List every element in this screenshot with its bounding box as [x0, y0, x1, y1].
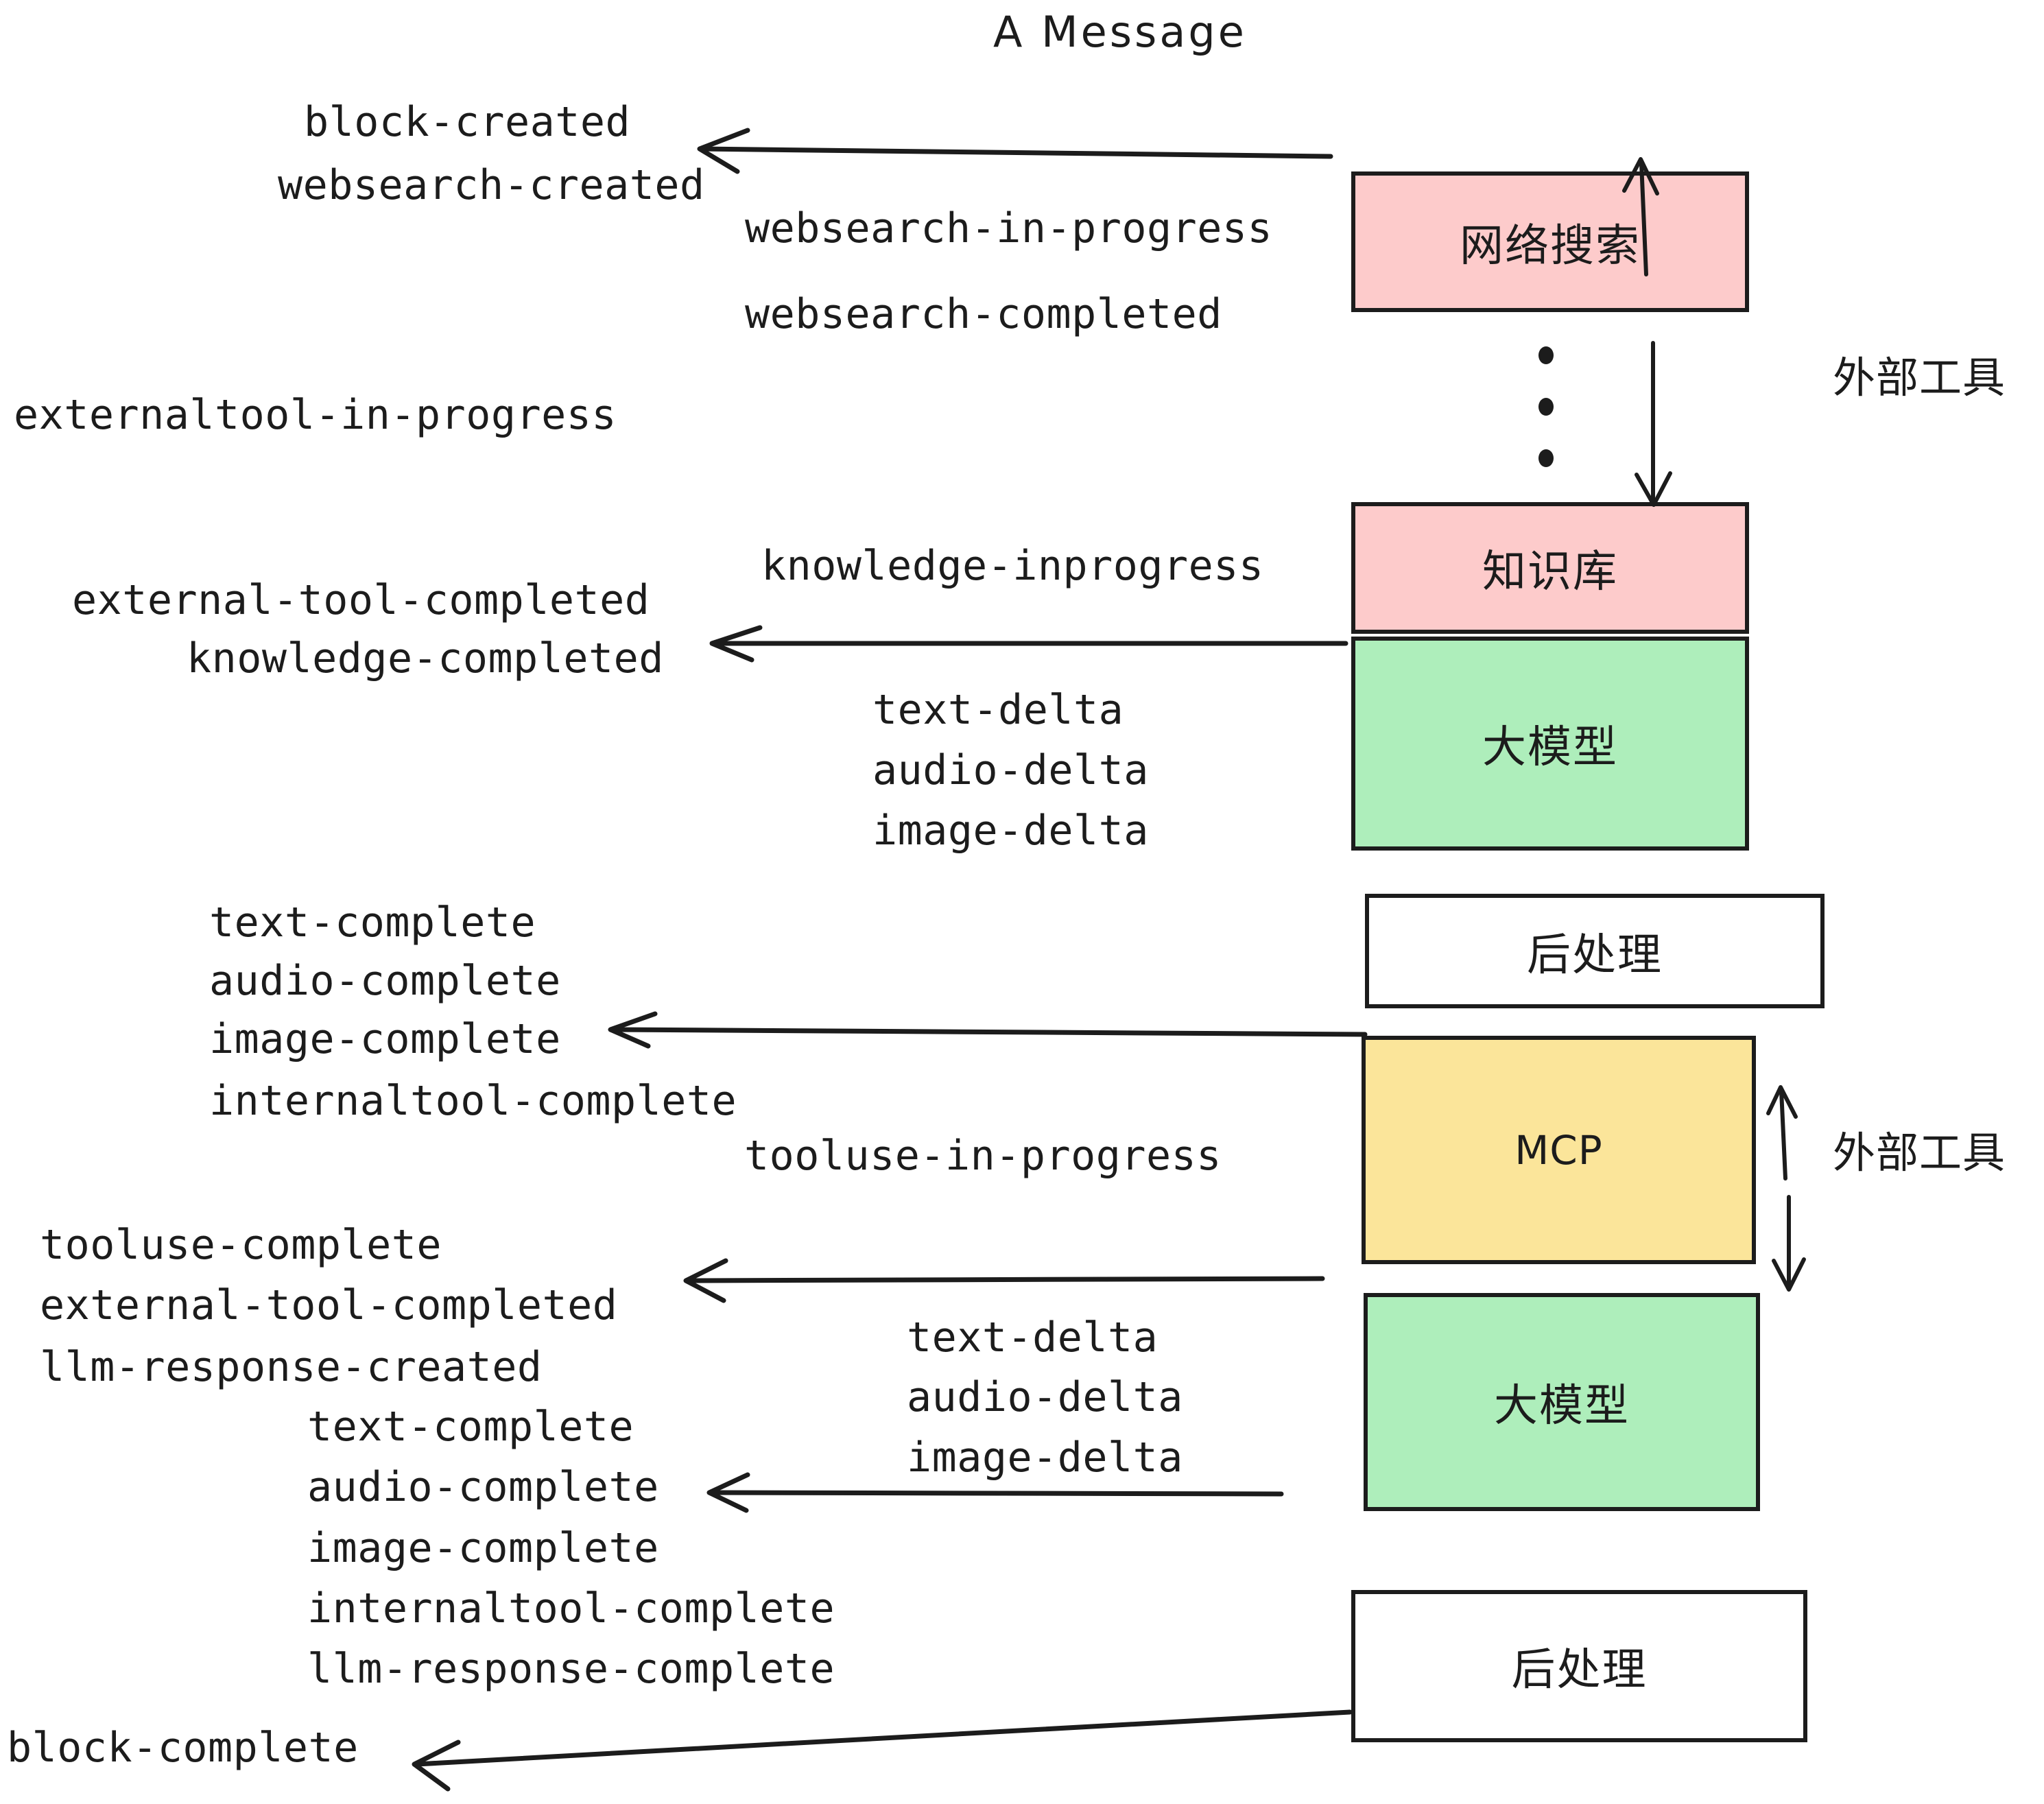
component-box-post-top[interactable]: 后处理 — [1365, 894, 1825, 1008]
external-tool-label-bottom: 外部工具 — [1833, 1128, 2006, 1178]
component-box-llm-top[interactable]: 大模型 — [1351, 637, 1749, 851]
event-label-audio-complete-1: audio-complete — [209, 957, 561, 1005]
component-box-knowledge[interactable]: 知识库 — [1351, 502, 1749, 634]
event-label-image-delta-1: image-delta — [872, 807, 1149, 855]
component-box-post-bottom[interactable]: 后处理 — [1351, 1590, 1807, 1742]
component-box-llm-bottom[interactable]: 大模型 — [1364, 1293, 1760, 1511]
event-label-internaltool-complete-1: internaltool-complete — [209, 1077, 737, 1125]
event-label-image-complete-2: image-complete — [307, 1524, 659, 1572]
ellipsis-dot-icon — [1538, 346, 1554, 364]
external-tool-bracket-bottom — [1766, 1085, 1806, 1292]
component-box-label: 网络搜索 — [1460, 220, 1641, 272]
event-label-image-delta-2: image-delta — [907, 1434, 1183, 1482]
event-label-websearch-completed: websearch-completed — [745, 290, 1222, 338]
component-box-label: 大模型 — [1494, 1381, 1630, 1432]
arrow-websearch-to-block-created — [697, 128, 1333, 174]
component-box-label: 后处理 — [1511, 1645, 1648, 1696]
event-label-websearch-created: websearch-created — [278, 161, 705, 209]
event-label-text-complete-1: text-complete — [209, 899, 536, 947]
event-label-knowledge-inprogress: knowledge-inprogress — [761, 542, 1264, 590]
event-label-image-complete-1: image-complete — [209, 1015, 561, 1063]
event-label-audio-complete-2: audio-complete — [307, 1463, 659, 1511]
event-label-audio-delta-1: audio-delta — [872, 746, 1149, 794]
event-label-llm-response-complete: llm-response-complete — [307, 1645, 835, 1693]
event-label-external-tool-completed-1: external-tool-completed — [72, 576, 650, 624]
component-box-label: 知识库 — [1482, 547, 1618, 597]
ellipsis-dot-icon — [1538, 449, 1554, 467]
component-box-label: 后处理 — [1527, 929, 1663, 981]
event-label-text-delta-2: text-delta — [907, 1314, 1158, 1362]
event-label-block-created: block-created — [304, 98, 631, 146]
arrow-post-to-image-complete — [608, 1011, 1368, 1049]
arrow-knowledge-to-knowledge-completed — [709, 625, 1348, 663]
component-box-label: 大模型 — [1482, 722, 1618, 773]
event-label-tooluse-in-progress: tooluse-in-progress — [744, 1132, 1222, 1180]
event-label-tooluse-complete: tooluse-complete — [40, 1221, 442, 1269]
event-label-internaltool-complete-2: internaltool-complete — [307, 1585, 835, 1633]
component-box-websearch[interactable]: 网络搜索 — [1351, 171, 1749, 312]
event-label-llm-response-created: llm-response-created — [40, 1343, 543, 1391]
external-tool-label-top: 外部工具 — [1833, 353, 2006, 403]
event-label-audio-delta-2: audio-delta — [907, 1373, 1183, 1421]
event-label-externaltool-in-progress: externaltool-in-progress — [14, 391, 617, 439]
component-box-mcp[interactable]: MCP — [1362, 1036, 1756, 1264]
ellipsis-dot-icon — [1538, 398, 1554, 416]
event-label-websearch-in-progress: websearch-in-progress — [745, 204, 1273, 252]
event-label-external-tool-completed-2: external-tool-completed — [40, 1281, 618, 1329]
event-label-knowledge-completed: knowledge-completed — [187, 634, 664, 683]
arrow-post-to-block-complete — [412, 1709, 1353, 1792]
diagram-title: A Message — [993, 7, 1247, 57]
component-box-label: MCP — [1514, 1126, 1603, 1174]
arrow-mcp-to-tooluse-complete — [683, 1258, 1325, 1303]
event-label-block-complete: block-complete — [7, 1724, 359, 1772]
event-label-text-delta-1: text-delta — [872, 686, 1124, 734]
event-label-text-complete-2: text-complete — [307, 1403, 634, 1451]
